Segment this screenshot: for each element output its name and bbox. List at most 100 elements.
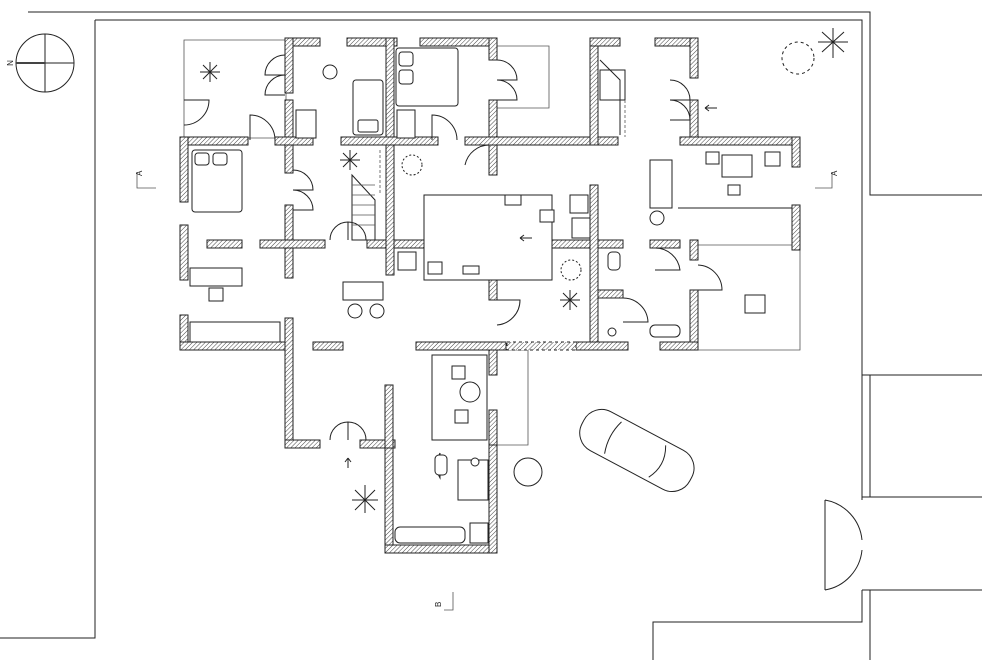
furniture-piece [571,217,591,239]
wall-segment [259,239,326,249]
furniture-piece [423,194,553,281]
section-marker-b: B [434,592,454,611]
door-swing[interactable] [329,221,367,241]
furniture-piece [396,109,416,139]
door-swing[interactable] [292,169,314,211]
wall-segment [589,184,599,351]
furniture-piece [398,51,414,67]
doors[interactable] [183,54,723,480]
wall-segment [179,136,249,146]
wall-segment [488,37,498,61]
wall-segment [589,37,599,146]
glass-wall-segment [506,341,577,351]
furniture-piece [451,365,466,380]
wall-segment [206,239,243,249]
furniture-piece [727,184,741,196]
wall-segment [464,136,599,146]
door-swing[interactable] [496,299,521,326]
furniture-piece [462,265,480,275]
wall-segment [384,384,394,449]
wall-segment [679,136,801,146]
furniture-piece [744,294,766,314]
furniture-piece [434,454,448,476]
section-a-label-left: A [135,170,144,176]
wall-segment [689,37,699,79]
furniture-piece [721,154,753,178]
wall-segment [597,239,624,249]
door-swing[interactable] [249,114,276,141]
wall-segment [384,544,498,554]
plants [200,28,848,513]
door-swing[interactable] [669,79,691,121]
furniture-piece [295,109,317,139]
stairs [351,59,626,241]
north-label: N [6,60,15,66]
furniture-piece [394,526,466,544]
wall-segment [791,136,801,168]
furniture-piece [504,194,522,206]
wall-segment [415,341,507,351]
door-swing[interactable] [697,264,723,291]
wall-segment [274,136,314,146]
door-swing[interactable] [264,54,286,96]
furniture-piece [607,251,621,271]
wall-segment [488,444,498,554]
car [579,408,695,492]
furniture-piece [194,152,210,166]
gate[interactable] [824,499,863,591]
furniture-round [649,210,665,226]
furniture-piece [398,69,414,85]
wall-segment [597,289,624,299]
door-swing[interactable] [622,297,649,323]
wall-segment [284,247,294,279]
wall-segment [284,144,294,174]
furniture-round [369,303,385,319]
furniture-piece [189,321,281,343]
furniture-piece [208,287,224,302]
wall-segment [488,409,498,446]
furniture-piece [764,151,781,167]
door-swing[interactable] [183,99,210,126]
wall-segment [284,317,294,449]
wall-segment [179,136,189,203]
wall-segment [179,224,189,281]
wall-segment [575,341,629,351]
section-marker-a-right: A [815,170,839,189]
wall-segment [284,204,294,246]
north-arrow: N [6,33,75,93]
wall-segment [312,341,344,351]
furniture-round [347,303,363,319]
wall-segment [385,37,395,146]
wall-segment [589,37,621,47]
furniture-piece [705,151,720,165]
wall-segment [488,349,498,376]
furniture-piece [212,152,228,166]
door-swing[interactable] [464,144,491,166]
furniture-round [607,327,617,337]
wall-segment [384,447,394,554]
entrance-arrows [344,104,717,468]
furniture-round [470,457,480,467]
door-swing[interactable] [431,114,458,141]
wall-segment [284,439,321,449]
site-boundary [0,11,982,660]
section-a-label-right: A [830,170,839,176]
wall-segment [597,136,619,146]
wall-segment [649,239,681,249]
wall-segment [346,37,398,47]
door-swing[interactable] [654,247,681,271]
furniture-piece [649,159,673,209]
furniture-piece [469,522,489,544]
furniture-piece [189,267,243,287]
furniture-piece [397,251,417,271]
furniture-piece [539,209,555,223]
wall-segment [284,37,294,94]
door-swing[interactable] [329,421,367,441]
wall-segment [689,289,699,351]
door-swing[interactable] [496,59,518,101]
wall-segment [488,144,498,176]
wall-segment [340,136,439,146]
wall-segment [385,144,395,276]
furniture-piece [649,324,681,338]
wall-segment [689,239,699,261]
